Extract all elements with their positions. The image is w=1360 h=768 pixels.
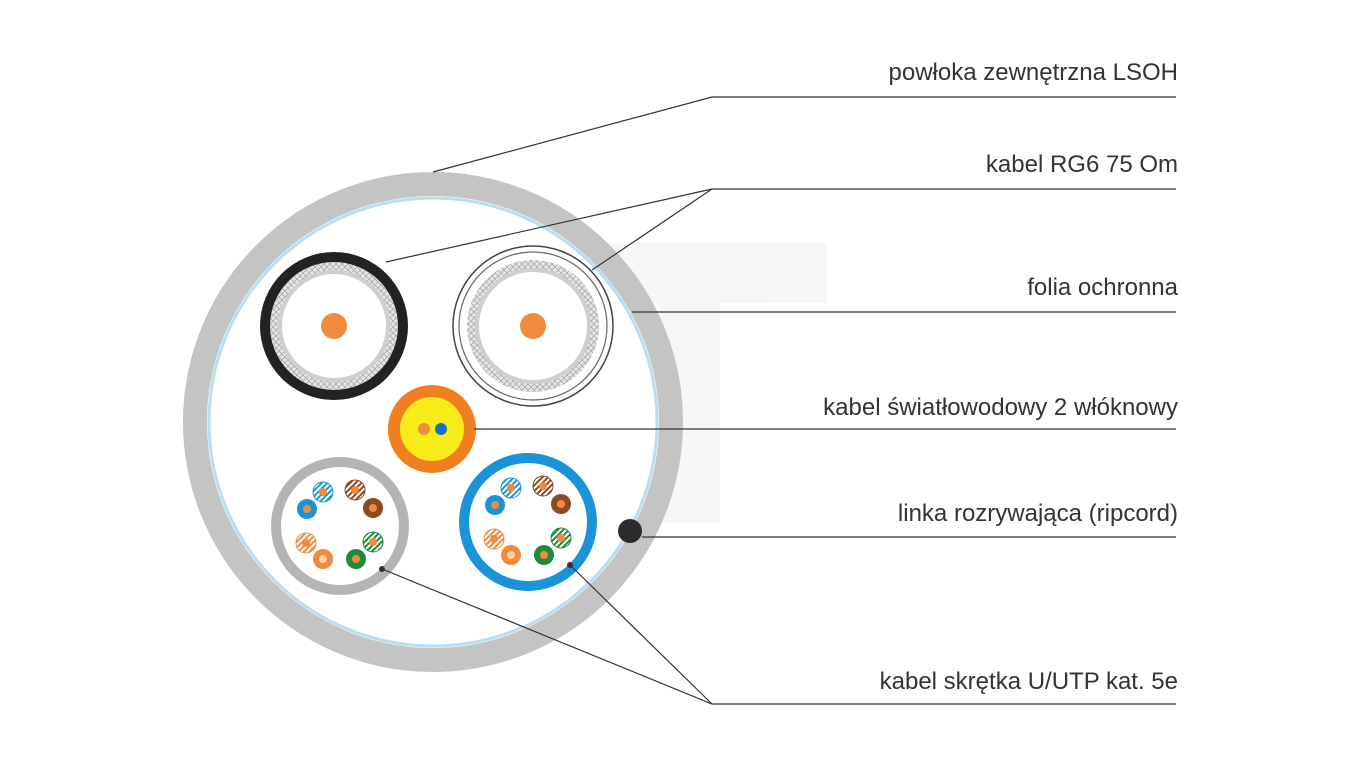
fiber-strand-blue (435, 423, 447, 435)
utp-cable-blue (459, 453, 597, 591)
fiber-optic-cable (388, 385, 476, 473)
leader-line-utp-blue (569, 564, 713, 705)
leader-line-coax-white (591, 188, 713, 271)
coax-conductor (520, 313, 546, 339)
outer-jacket (183, 172, 683, 672)
label-outer-jacket: powłoka zewnętrzna LSOH (888, 59, 1178, 86)
coax-cable-white (452, 245, 614, 407)
utp-cable-grey (271, 457, 409, 595)
leader-line-coax-black (385, 188, 713, 263)
label-fiber: kabel światłowodowy 2 włóknowy (823, 394, 1178, 421)
label-utp: kabel skrętka U/UTP kat. 5e (879, 668, 1178, 695)
fiber-strand-orange (418, 423, 430, 435)
label-foil: folia ochronna (1027, 274, 1178, 301)
coax-cable-black (260, 252, 408, 400)
label-coax: kabel RG6 75 Om (985, 151, 1178, 178)
leader-line-outer-jacket (432, 96, 1176, 173)
ripcord (618, 519, 642, 543)
leader-lines (381, 96, 1176, 705)
label-ripcord: linka rozrywająca (ripcord) (897, 500, 1178, 527)
coax-conductor (321, 313, 347, 339)
